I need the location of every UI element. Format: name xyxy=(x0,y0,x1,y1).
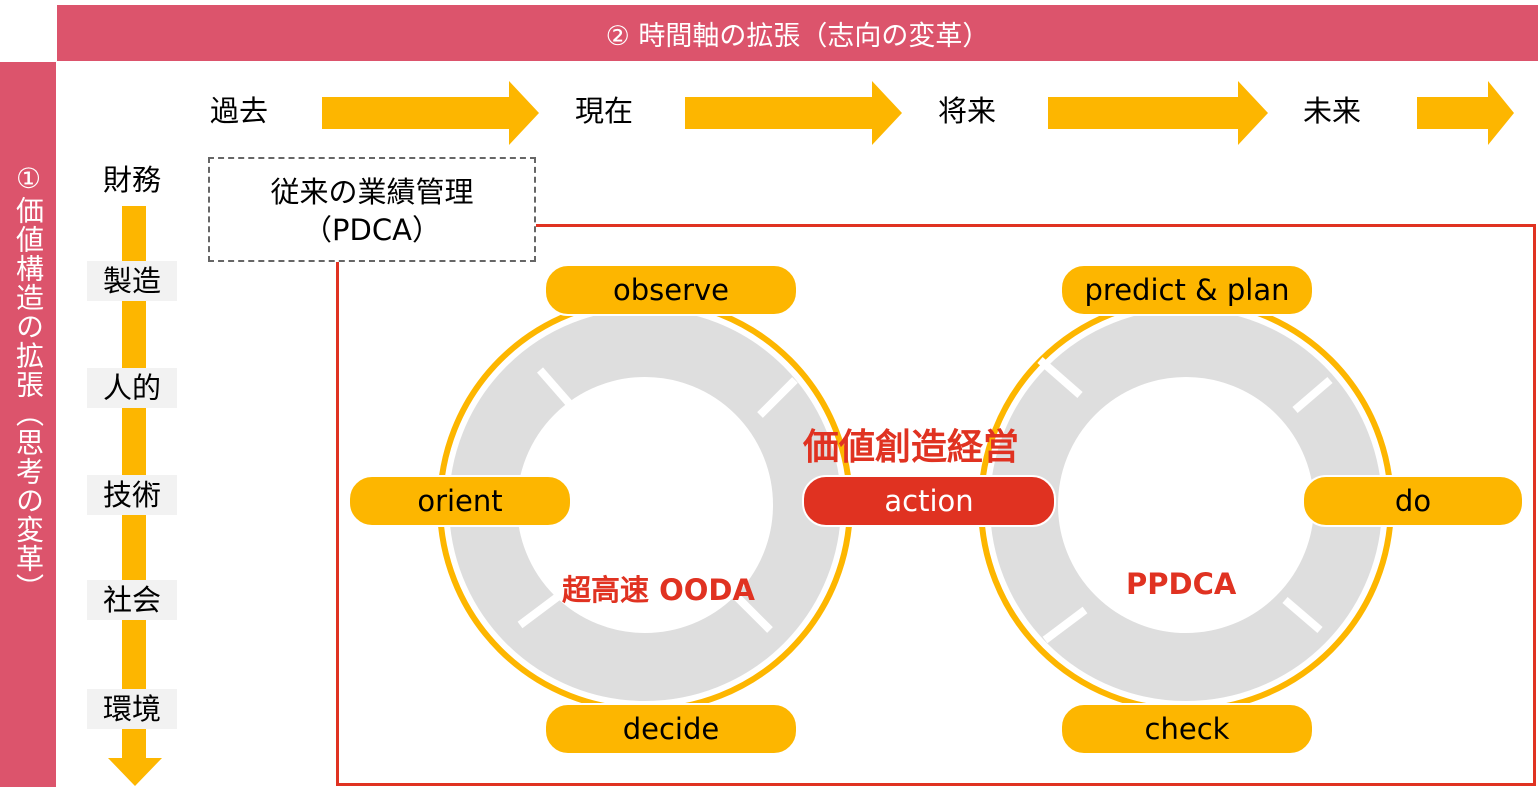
ooda-title: 超高速 OODA xyxy=(562,573,755,607)
center-title: 価値創造経営 xyxy=(803,427,1020,468)
arrow-right-icon xyxy=(1417,81,1514,145)
arrow-right-icon xyxy=(1048,81,1268,145)
step-predict-plan: predict & plan xyxy=(1060,264,1314,316)
value-item-environment: 環境 xyxy=(87,689,177,729)
value-item-human: 人的 xyxy=(87,368,177,408)
arrow-down-icon xyxy=(108,758,162,786)
step-decide: decide xyxy=(544,703,798,755)
arrow-right-icon xyxy=(322,81,539,145)
value-item-society: 社会 xyxy=(87,580,177,620)
time-label-past: 過去 xyxy=(210,94,269,128)
value-creation-frame xyxy=(336,224,1536,786)
legacy-pdca-box: 従来の業績管理 （PDCA） xyxy=(208,157,536,262)
step-do: do xyxy=(1302,475,1524,527)
time-label-far-future: 未来 xyxy=(1303,94,1362,128)
arrow-right-icon xyxy=(685,81,902,145)
value-item-manufacturing: 製造 xyxy=(87,261,177,301)
legacy-box-line1: 従来の業績管理 xyxy=(270,175,474,209)
time-axis-title: ② 時間軸の拡張（志向の変革） xyxy=(605,20,990,52)
step-observe: observe xyxy=(544,264,798,316)
step-action: action xyxy=(802,475,1056,527)
legacy-box-line2: （PDCA） xyxy=(303,213,441,247)
value-item-technology: 技術 xyxy=(87,475,177,515)
value-item-finance: 財務 xyxy=(102,163,161,197)
step-check: check xyxy=(1060,703,1314,755)
step-orient: orient xyxy=(348,475,572,527)
value-axis-sidebar: ①価値構造の拡張（思考の変革） xyxy=(0,62,56,787)
time-axis-header: ② 時間軸の拡張（志向の変革） xyxy=(57,5,1538,61)
time-label-present: 現在 xyxy=(575,94,634,128)
ppdca-title: PPDCA xyxy=(1126,567,1237,601)
value-axis-title: ①価値構造の拡張（思考の変革） xyxy=(12,162,45,602)
time-label-future: 将来 xyxy=(938,94,997,128)
